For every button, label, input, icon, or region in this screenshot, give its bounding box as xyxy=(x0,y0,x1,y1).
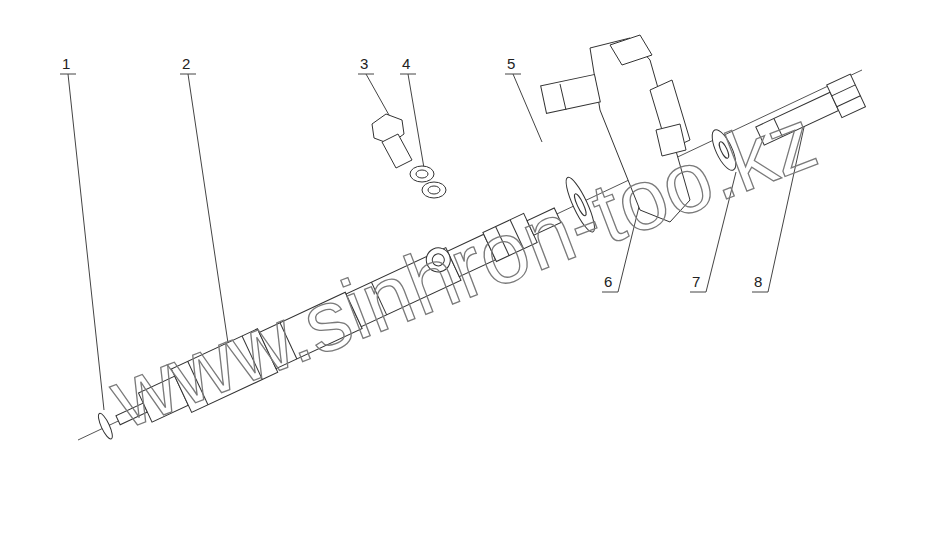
callout-number: 6 xyxy=(604,274,612,289)
callout-number: 7 xyxy=(692,274,700,289)
callout-number: 1 xyxy=(62,56,70,71)
callout-number: 2 xyxy=(182,56,190,71)
callout-number: 4 xyxy=(402,56,410,71)
watermark: www.sinhron-too.kz xyxy=(100,94,827,441)
callout-number: 8 xyxy=(754,274,762,289)
callout-number: 5 xyxy=(507,56,515,71)
fitting-bolt xyxy=(372,114,446,198)
callout-number: 3 xyxy=(360,56,368,71)
